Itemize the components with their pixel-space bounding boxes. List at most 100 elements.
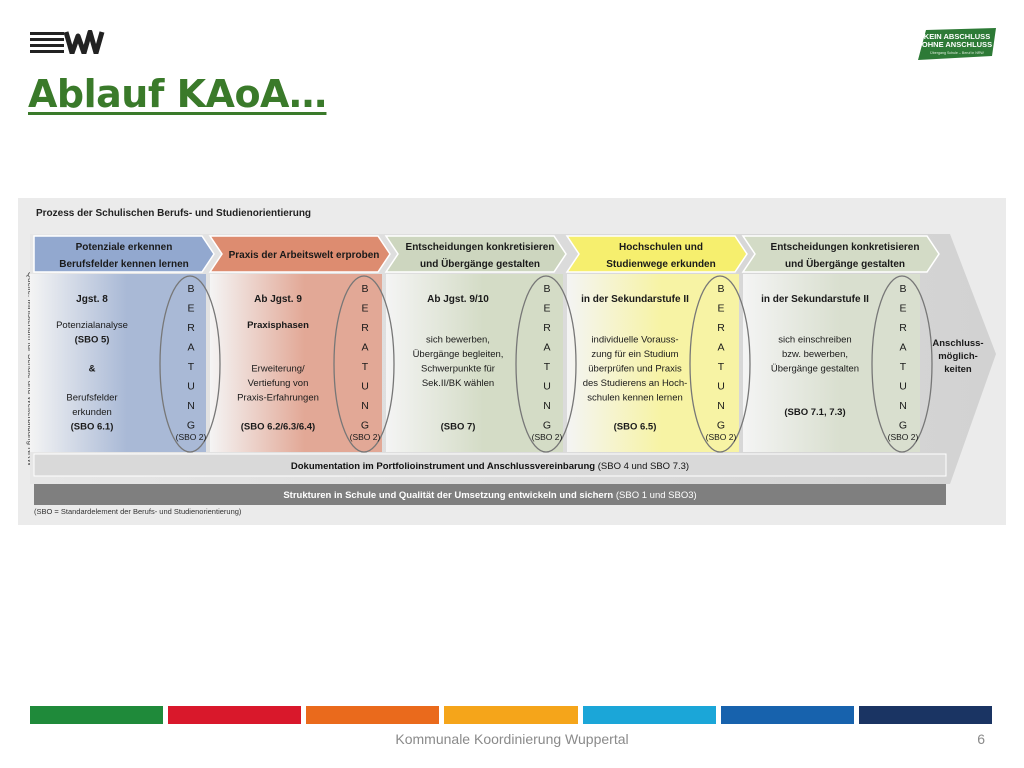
- beratung-oval: [515, 275, 577, 453]
- beratung-letter: U: [361, 381, 369, 393]
- beratung-letter: G: [899, 420, 907, 432]
- phase-body-text: erkunden: [72, 407, 112, 418]
- structures-band-text: Strukturen in Schule und Qualität der Um…: [283, 490, 696, 501]
- phase-header-chevron: [208, 235, 391, 273]
- footer-color-bar: [306, 706, 440, 724]
- arrow-label-text: möglich-: [938, 351, 978, 362]
- beratung-letter: E: [543, 303, 550, 315]
- footer-text: Kommunale Koordinierung Wuppertal: [395, 731, 629, 747]
- beratung-sbo-label: (SBO 2): [888, 432, 919, 442]
- phase-body-text: Erweiterung/: [251, 364, 305, 375]
- beratung-letter: B: [187, 283, 194, 295]
- phase-header-text: Berufsfelder kennen lernen: [59, 259, 188, 270]
- phase-body-text: des Studierens an Hoch-: [583, 378, 688, 389]
- beratung-oval: [871, 275, 933, 453]
- beratung-letter: N: [361, 400, 369, 412]
- beratung-letter: A: [543, 342, 550, 354]
- beratung-sbo-label: (SBO 2): [532, 432, 563, 442]
- beratung-letter: E: [899, 303, 906, 315]
- phase-header-text: Entscheidungen konkretisieren: [406, 242, 555, 253]
- beratung-oval: [689, 275, 751, 453]
- footer-color-bar: [582, 706, 716, 724]
- beratung-letter: R: [717, 322, 725, 334]
- phase-column: [30, 274, 206, 452]
- beratung-letter: R: [187, 322, 195, 334]
- beratung-letter: G: [717, 420, 725, 432]
- beratung-oval: [333, 275, 395, 453]
- documentation-band-text: Dokumentation im Portfolioinstrument und…: [291, 461, 689, 472]
- beratung-letter: B: [899, 283, 906, 295]
- phase-header-text: Studienwege erkunden: [606, 259, 715, 270]
- phase-body-text: Berufsfelder: [66, 393, 117, 404]
- beratung-letter: T: [188, 361, 195, 373]
- phase-header-text: Entscheidungen konkretisieren: [771, 242, 920, 253]
- phase-body-text: Sek.II/BK wählen: [422, 378, 494, 389]
- page-title: Ablauf KAoA…: [28, 72, 327, 116]
- beratung-letter: U: [187, 381, 195, 393]
- phase-body-text: Übergänge gestalten: [771, 364, 859, 375]
- beratung-letter: B: [361, 283, 368, 295]
- beratung-sbo-label: (SBO 2): [350, 432, 381, 442]
- beratung-letter: T: [718, 361, 725, 373]
- beratung-letter: R: [899, 322, 907, 334]
- beratung-letter: T: [362, 361, 369, 373]
- phase-level-label: in der Sekundarstufe II: [761, 294, 869, 305]
- beratung-letter: A: [361, 342, 368, 354]
- beratung-letter: U: [717, 381, 725, 393]
- beratung-letter: R: [543, 322, 551, 334]
- phase-body-text: Praxis-Erfahrungen: [237, 393, 319, 404]
- beratung-letter: G: [543, 420, 551, 432]
- kein-abschluss-logo: KEIN ABSCHLUSS OHNE ANSCHLUSS Übergang S…: [918, 28, 996, 60]
- beratung-sbo-label: (SBO 2): [706, 432, 737, 442]
- arrow-label-text: keiten: [944, 364, 972, 375]
- phase-body-text: Schwerpunkte für: [421, 364, 495, 375]
- phase-column: [210, 274, 382, 452]
- phase-body-text: überprüfen und Praxis: [588, 364, 682, 375]
- beratung-letter: E: [717, 303, 724, 315]
- beratung-letter: N: [899, 400, 907, 412]
- logo-line-2: OHNE ANSCHLUSS: [922, 40, 992, 49]
- phase-body-text: sich einschreiben: [778, 335, 851, 346]
- footer-color-bar: [30, 706, 164, 724]
- beratung-letter: U: [543, 381, 551, 393]
- phase-level-label: in der Sekundarstufe II: [581, 294, 689, 305]
- phase-body-text: Übergänge begleiten,: [413, 349, 504, 360]
- footer-color-bar: [720, 706, 854, 724]
- phase-header-text: und Übergänge gestalten: [420, 257, 540, 270]
- phase-body-text: (SBO 5): [75, 335, 110, 346]
- structures-band: [34, 484, 946, 505]
- phase-header-chevron: [33, 235, 215, 273]
- diagram-footnote: (SBO = Standardelement der Berufs- und S…: [34, 507, 242, 516]
- beratung-letter: A: [187, 342, 194, 354]
- wuppertal-logo: [30, 30, 105, 54]
- footer-color-bar: [444, 706, 578, 724]
- beratung-letter: T: [900, 361, 907, 373]
- phase-body-text: (SBO 7.1, 7.3): [784, 407, 845, 418]
- beratung-letter: E: [361, 303, 368, 315]
- phase-body-text: schulen kennen lernen: [587, 393, 683, 404]
- phase-body-text: (SBO 6.2/6.3/6.4): [241, 422, 315, 433]
- footer-color-bar: [858, 706, 992, 724]
- beratung-letter: B: [543, 283, 550, 295]
- beratung-letter: N: [543, 400, 551, 412]
- beratung-letter: G: [187, 420, 195, 432]
- phase-level-label: Jgst. 8: [76, 294, 108, 305]
- beratung-letter: T: [544, 361, 551, 373]
- beratung-letter: E: [187, 303, 194, 315]
- beratung-letter: N: [187, 400, 195, 412]
- phase-header-text: Potenziale erkennen: [76, 242, 173, 253]
- beratung-letter: A: [899, 342, 906, 354]
- phase-body-text: zung für ein Studium: [591, 349, 678, 360]
- beratung-oval: [159, 275, 221, 453]
- phase-level-label: Ab Jgst. 9/10: [427, 294, 489, 305]
- phase-body-text: Praxisphasen: [247, 320, 309, 331]
- phase-level-label: Ab Jgst. 9: [254, 294, 302, 305]
- arrow-label-text: Anschluss-: [932, 338, 983, 349]
- phase-body-text: (SBO 7): [441, 422, 476, 433]
- beratung-letter: B: [717, 283, 724, 295]
- phase-body-text: &: [89, 364, 96, 375]
- logo-line-3: Übergang Schule – Beruf in NRW: [930, 51, 984, 55]
- phase-body-text: sich bewerben,: [426, 335, 490, 346]
- beratung-letter: R: [361, 322, 369, 334]
